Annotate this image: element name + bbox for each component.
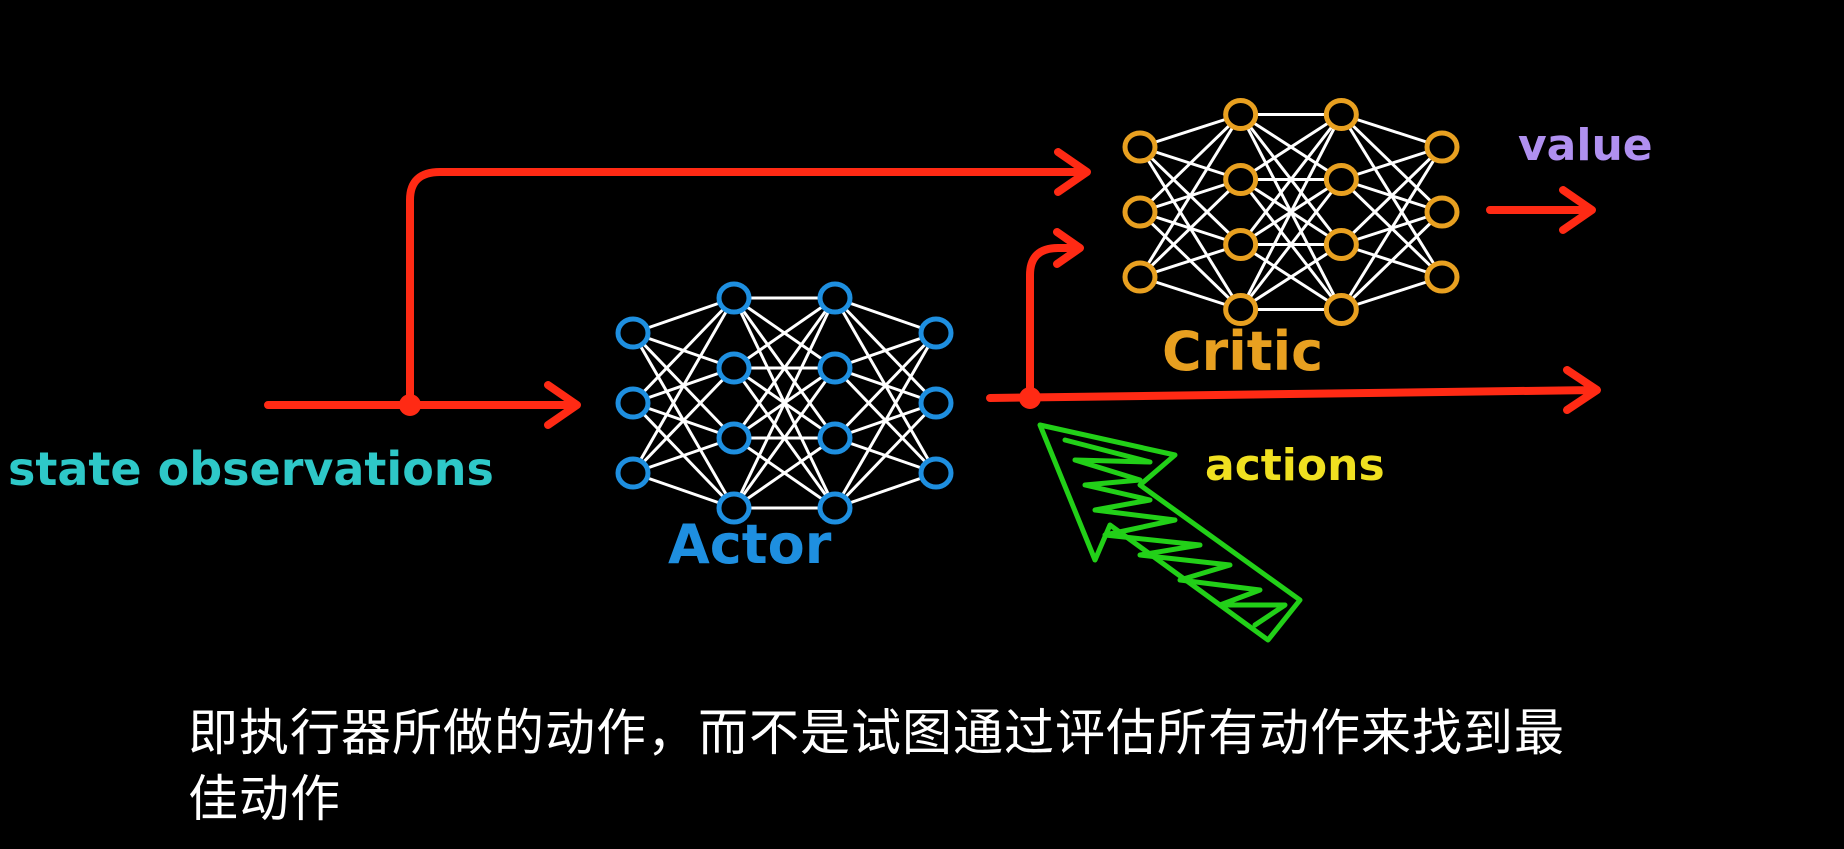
critic-node bbox=[1122, 130, 1158, 164]
critic-node bbox=[1424, 130, 1460, 164]
critic-edge bbox=[1239, 113, 1343, 246]
critic-node bbox=[1223, 228, 1259, 261]
actor-edge bbox=[632, 471, 735, 510]
actor-edge bbox=[834, 471, 937, 510]
critic-node bbox=[1424, 260, 1460, 294]
critic-node bbox=[1323, 163, 1359, 196]
actor-node bbox=[615, 316, 651, 350]
actor-label: Actor bbox=[668, 513, 832, 576]
actor-node bbox=[817, 491, 853, 525]
actor-node bbox=[817, 281, 853, 315]
actor-edge bbox=[631, 297, 736, 474]
actor-edge bbox=[833, 331, 938, 440]
actor-edge bbox=[632, 296, 735, 335]
critic-edge bbox=[1239, 243, 1343, 311]
actor-edge bbox=[733, 296, 836, 370]
critic-node bbox=[1223, 163, 1259, 196]
state-to-critic-arrow bbox=[406, 148, 1091, 409]
actor-edge bbox=[632, 436, 735, 475]
critic-edge bbox=[1239, 178, 1343, 311]
critic-edges bbox=[1138, 113, 1444, 311]
critic-edge bbox=[1139, 275, 1242, 311]
actor-node bbox=[716, 281, 752, 315]
actor-edge bbox=[833, 332, 938, 509]
actor-node bbox=[615, 386, 651, 420]
actor-node bbox=[716, 351, 752, 385]
actor-node bbox=[918, 386, 954, 420]
actor-edge bbox=[631, 296, 736, 405]
actor-node bbox=[615, 456, 651, 490]
critic-edge bbox=[1340, 113, 1443, 149]
critic-edge bbox=[1340, 145, 1444, 246]
subtitle-line-1: 即执行器所做的动作，而不是试图通过评估所有动作来找到最 bbox=[188, 704, 1565, 762]
critic-edge bbox=[1139, 243, 1242, 279]
actor-edge bbox=[834, 296, 937, 335]
critic-node bbox=[1323, 228, 1359, 261]
pointer-scribble bbox=[1062, 437, 1288, 628]
state-observations-label: state observations bbox=[8, 442, 494, 496]
critic-edge bbox=[1340, 145, 1443, 181]
actor-edge bbox=[834, 331, 937, 370]
actor-edge bbox=[833, 401, 938, 510]
state-input-arrow bbox=[264, 381, 581, 429]
critic-node bbox=[1223, 293, 1259, 326]
critic-edge bbox=[1138, 113, 1242, 278]
value-output-arrow bbox=[1486, 186, 1596, 234]
critic-node bbox=[1323, 293, 1359, 326]
critic-edge bbox=[1340, 210, 1444, 311]
critic-edge bbox=[1239, 113, 1343, 311]
subtitle-caption: 即执行器所做的动作，而不是试图通过评估所有动作来找到最 佳动作 bbox=[188, 700, 1748, 832]
actor-edge bbox=[732, 297, 837, 439]
action-to-critic-arrow bbox=[1026, 228, 1084, 402]
pointer-outline bbox=[1037, 422, 1303, 643]
actor-node bbox=[817, 351, 853, 385]
actor-edge bbox=[732, 297, 837, 509]
actor-node bbox=[817, 421, 853, 455]
value-label: value bbox=[1518, 120, 1653, 171]
actor-edges bbox=[631, 296, 938, 510]
critic-node bbox=[1223, 98, 1259, 131]
actor-node bbox=[918, 456, 954, 490]
critic-edge bbox=[1340, 146, 1444, 311]
critic-network bbox=[1122, 98, 1460, 326]
critic-edge bbox=[1340, 275, 1443, 311]
actor-edge bbox=[631, 366, 736, 475]
actor-edge bbox=[732, 367, 837, 509]
critic-edge bbox=[1138, 178, 1242, 279]
actor-network bbox=[615, 281, 954, 525]
critic-node bbox=[1323, 98, 1359, 131]
actor-node bbox=[716, 491, 752, 525]
pointer-arrow-icon bbox=[1037, 422, 1303, 643]
actions-label: actions bbox=[1205, 440, 1385, 491]
actor-node bbox=[716, 421, 752, 455]
actor-node bbox=[918, 316, 954, 350]
critic-node bbox=[1424, 195, 1460, 229]
critic-node bbox=[1122, 260, 1158, 294]
state-branch-dot bbox=[399, 394, 421, 416]
critic-edge bbox=[1239, 113, 1343, 181]
critic-label: Critic bbox=[1162, 320, 1323, 383]
critic-edge bbox=[1139, 113, 1242, 149]
actor-edge bbox=[733, 436, 836, 510]
subtitle-line-2: 佳动作 bbox=[188, 770, 341, 828]
critic-node bbox=[1122, 195, 1158, 229]
action-branch-dot bbox=[1019, 387, 1041, 409]
flow-arrows bbox=[264, 148, 1601, 429]
critic-edge bbox=[1138, 113, 1242, 214]
actor-output-arrow bbox=[986, 366, 1601, 414]
